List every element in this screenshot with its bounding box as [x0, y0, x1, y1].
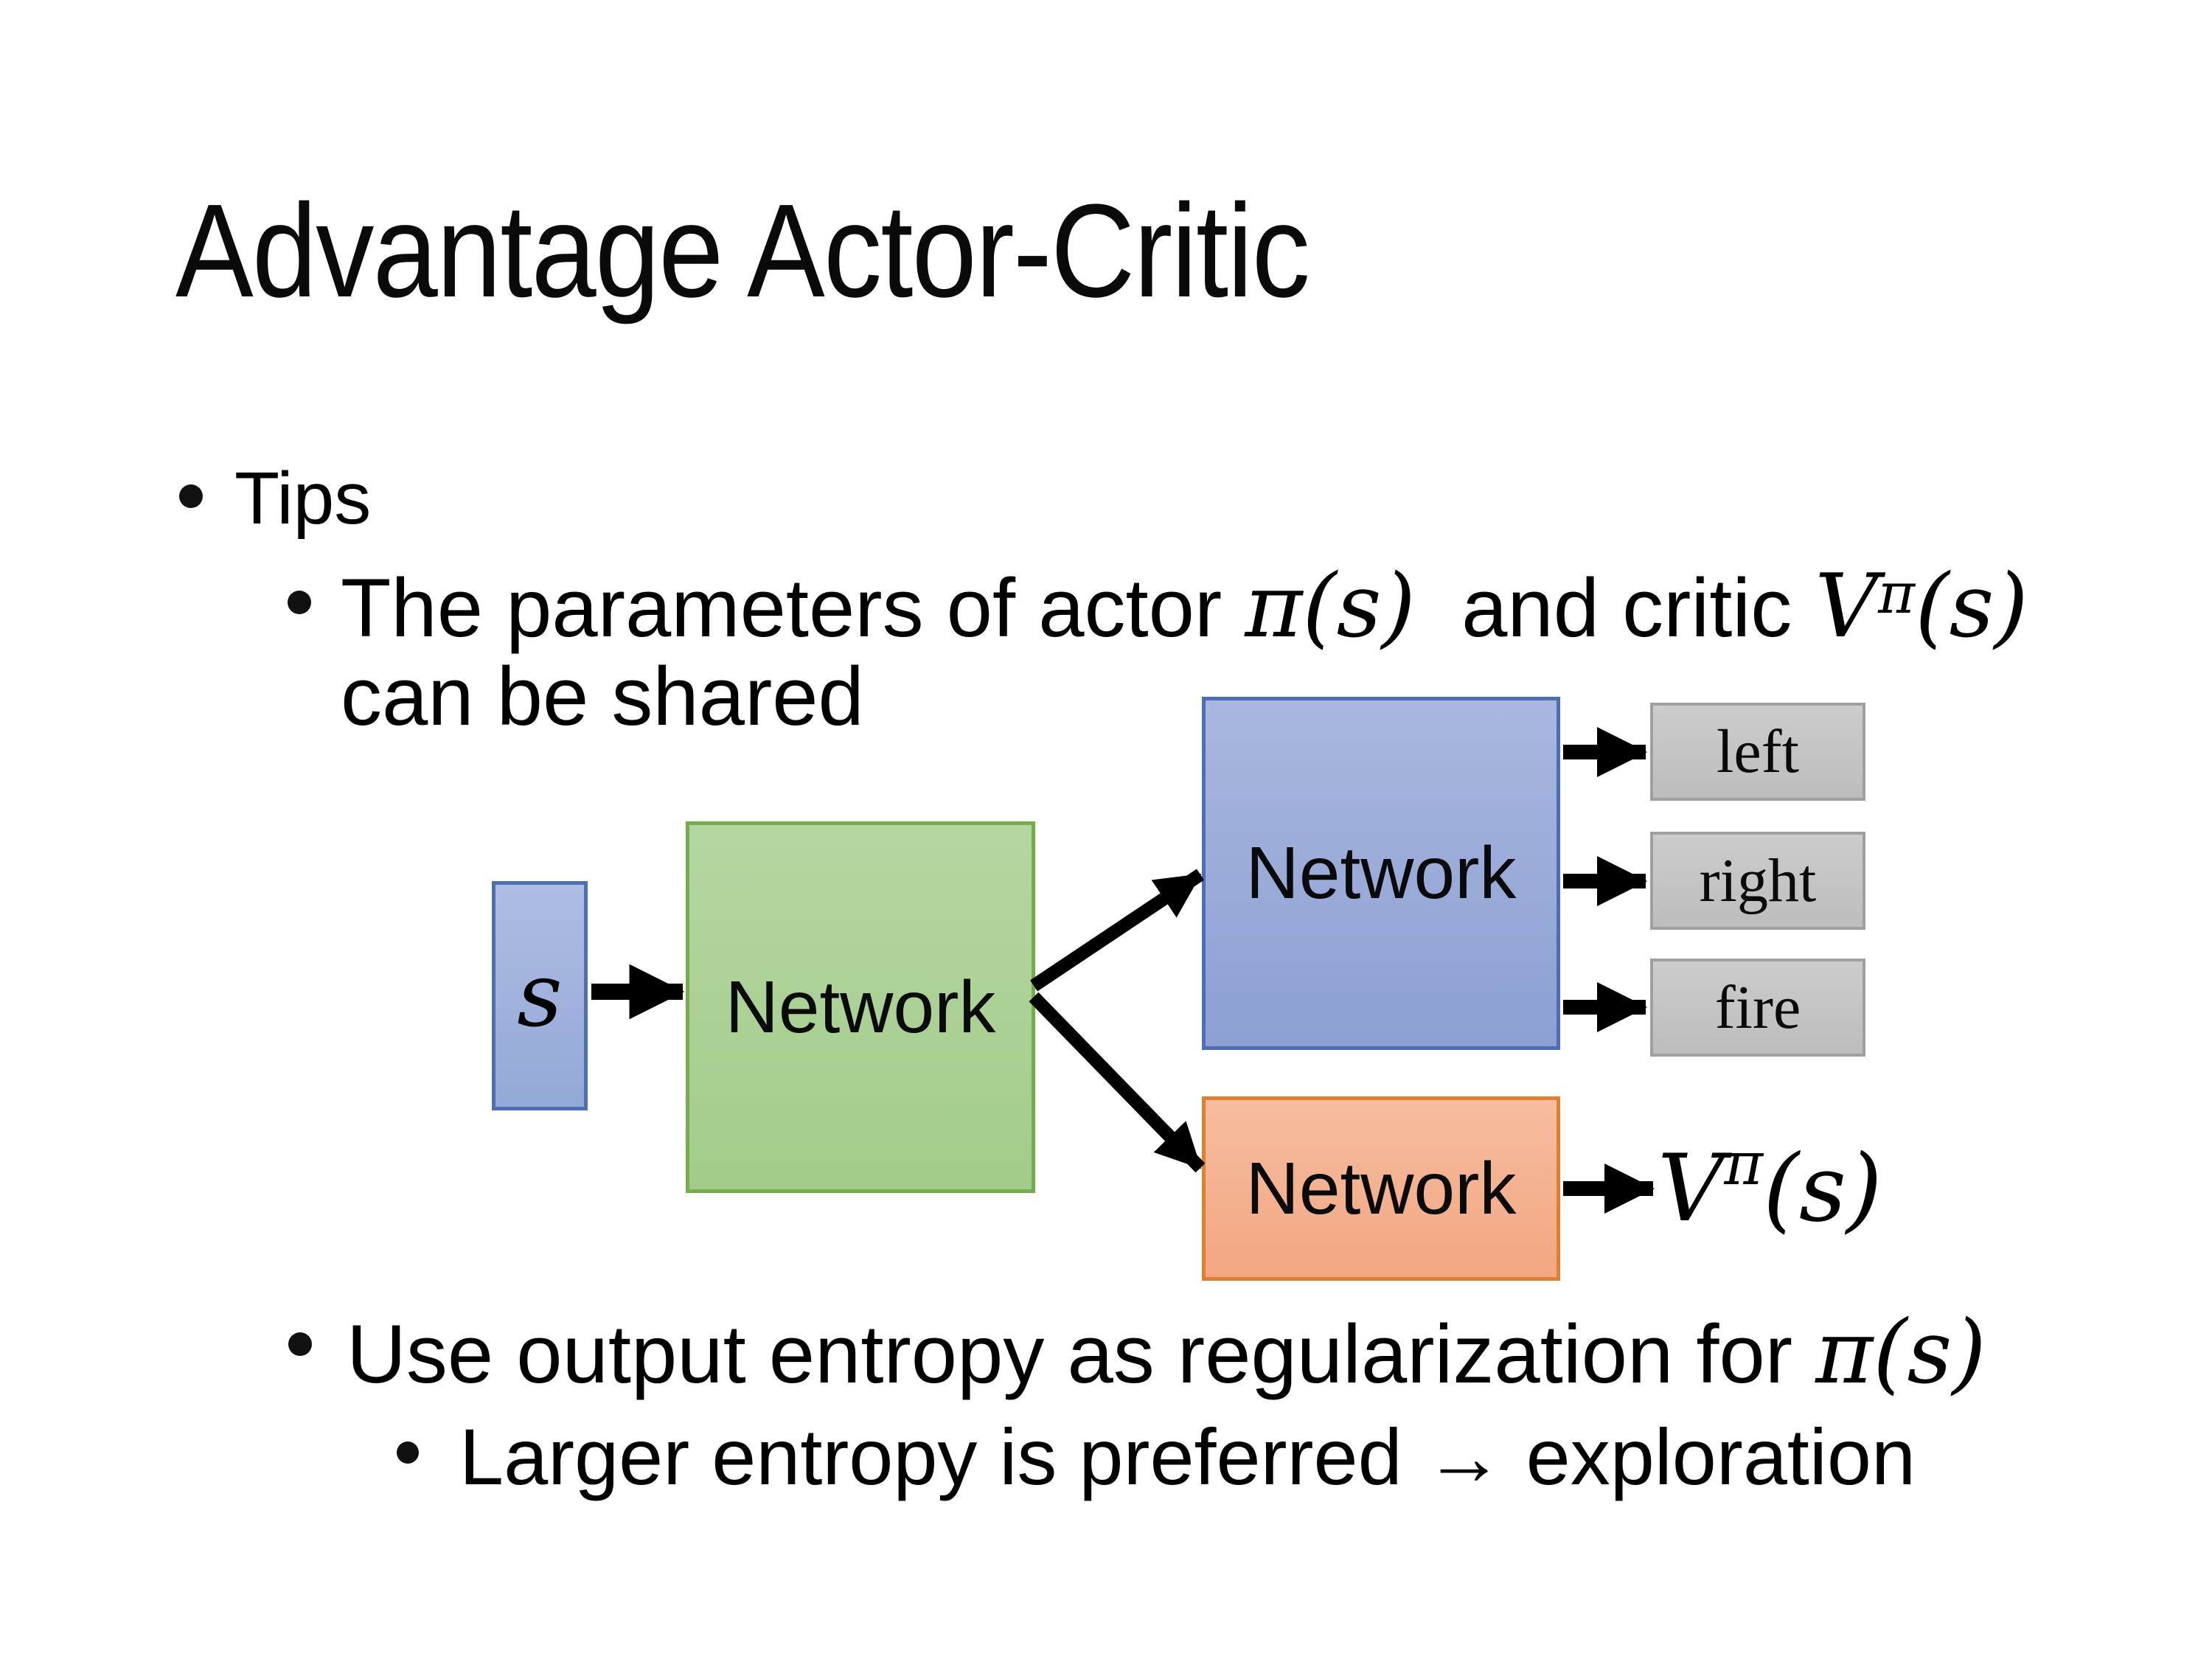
bullet-dot-exploration — [397, 1441, 419, 1464]
shared-params-mid-text: and critic — [1415, 562, 1815, 654]
state-input-box: s — [492, 881, 588, 1110]
actor-network-box: Network — [1202, 697, 1560, 1050]
value-args: (s) — [1763, 1135, 1882, 1242]
critic-network-label: Network — [1245, 1147, 1517, 1230]
action-box-right: right — [1650, 832, 1865, 930]
shared-params-text: The parameters of actor — [341, 562, 1245, 654]
bullet-exploration: Larger entropy is preferred → exploratio… — [459, 1412, 1916, 1501]
action-box-left: left — [1650, 703, 1865, 801]
action-label-fire: fire — [1714, 973, 1801, 1042]
shared-network-box: Network — [686, 821, 1035, 1193]
bullet-tips: Tips — [234, 457, 372, 540]
critic-network-box: Network — [1202, 1096, 1560, 1281]
entropy-text: Use output entropy as regularization for — [347, 1308, 1816, 1400]
page-title: Advantage Actor-Critic — [175, 177, 1310, 325]
action-label-left: left — [1717, 717, 1799, 786]
shared-network-label: Network — [725, 965, 996, 1048]
critic-value-args: (s) — [1915, 555, 2028, 657]
bullet-entropy-regularization: Use output entropy as regularization for… — [347, 1304, 1986, 1402]
critic-value-superscript: π — [1878, 560, 1916, 627]
arrow-shared-to-actor-network — [1030, 869, 1204, 992]
action-box-fire: fire — [1650, 959, 1865, 1057]
actor-network-label: Network — [1245, 832, 1517, 914]
critic-value-symbol: V — [1815, 555, 1879, 657]
arrow-shared-to-critic-network — [1029, 992, 1206, 1173]
bullet-shared-params-line2: can be shared — [341, 650, 864, 742]
bullet-shared-params-line1: The parameters of actor π(s) and critic … — [341, 557, 2028, 655]
state-label: s — [517, 945, 563, 1047]
value-symbol: V — [1658, 1135, 1725, 1242]
entropy-policy-math: π(s) — [1815, 1301, 1986, 1403]
actor-policy-math: π(s) — [1245, 555, 1416, 657]
bullet-dot-level1 — [179, 484, 203, 508]
value-superscript: π — [1724, 1129, 1764, 1198]
bullet-dot-entropy — [288, 1332, 312, 1356]
bullet-dot-shared — [288, 591, 311, 614]
action-label-right: right — [1699, 846, 1817, 915]
